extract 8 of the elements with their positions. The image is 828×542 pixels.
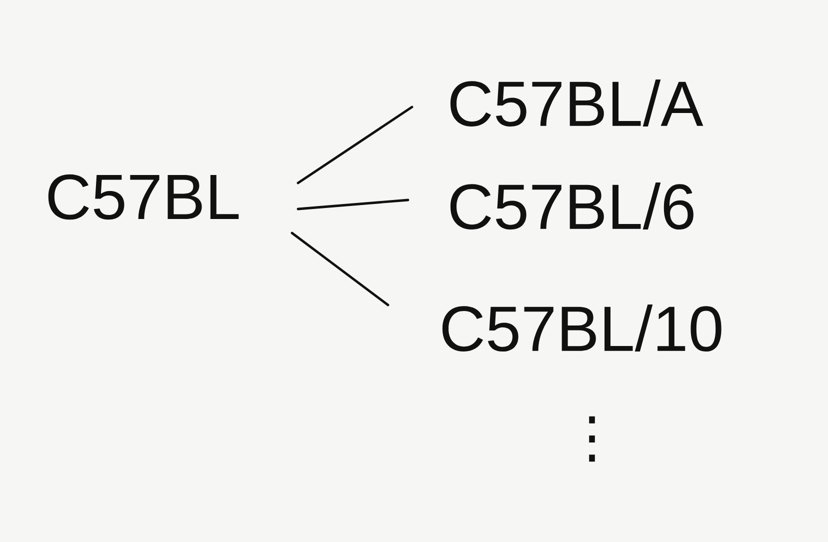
connector-line: [290, 232, 390, 306]
connector-line: [296, 198, 410, 210]
strain-name: C57BL: [48, 174, 239, 220]
vertical-ellipsis: ⋮: [589, 416, 595, 462]
strain-name: C57BL/10: [442, 304, 722, 352]
strain-name: C57BL/6: [450, 182, 694, 230]
connector-line: [296, 106, 414, 184]
strain-name: C57BL/A: [450, 80, 704, 126]
